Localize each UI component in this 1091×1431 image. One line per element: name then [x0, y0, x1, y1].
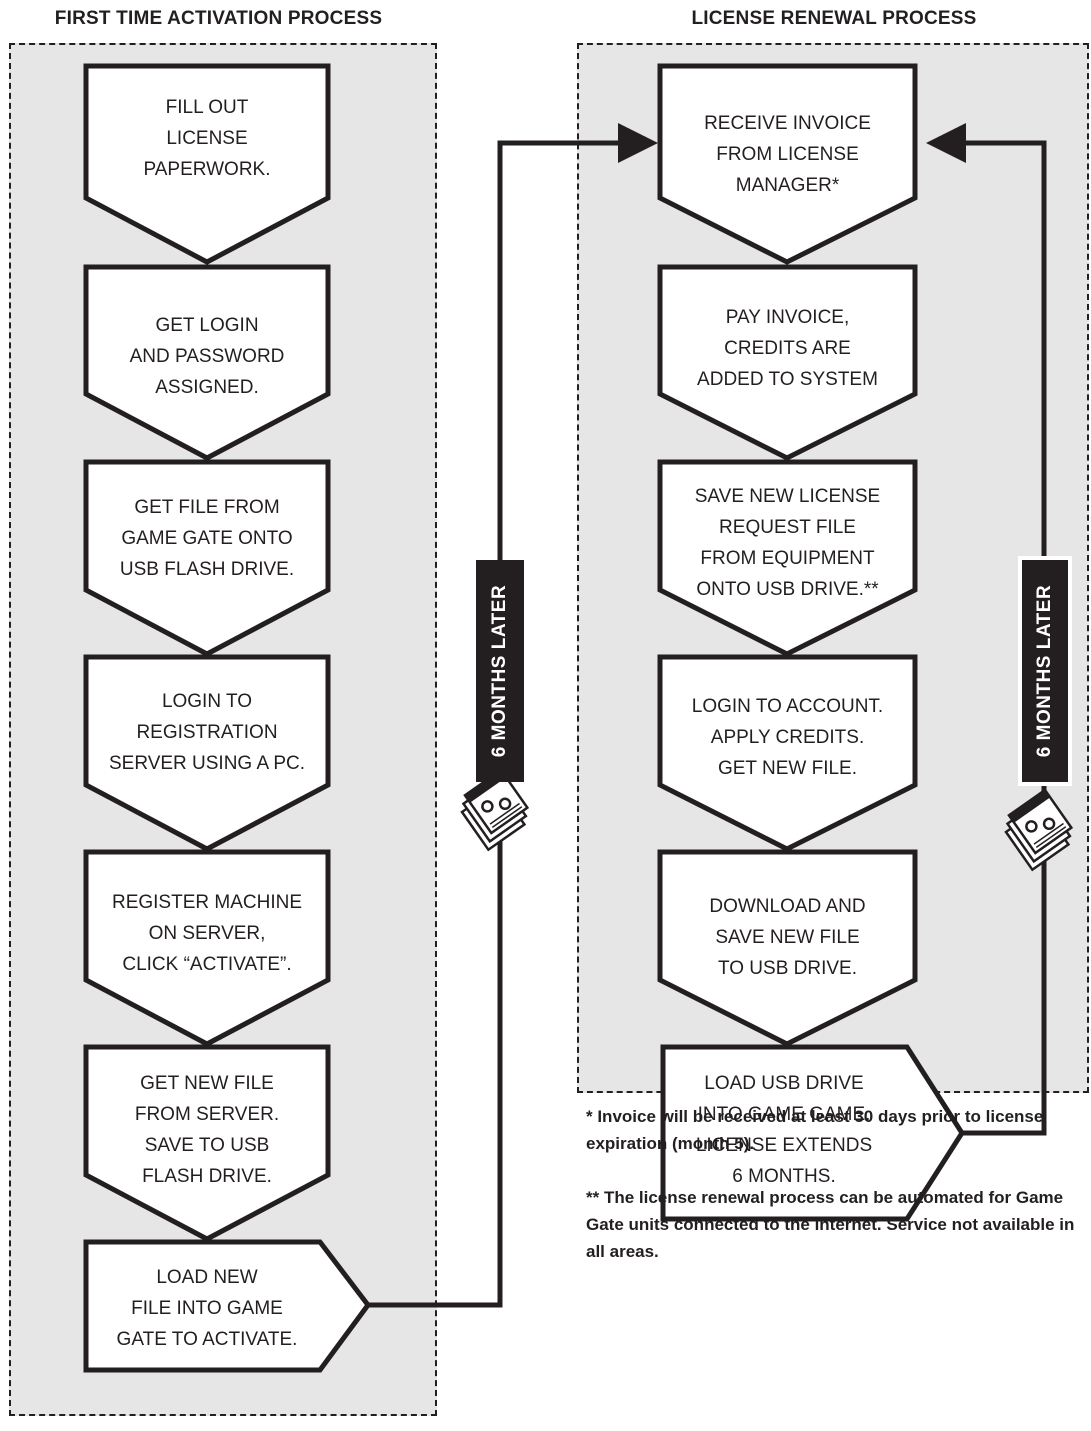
step-text-login-account: LOGIN TO ACCOUNT. APPLY CREDITS. GET NEW… — [662, 691, 913, 784]
label-six-months-later-left-text: 6 MONTHS LATER — [489, 584, 510, 758]
step-text-get-new-file: GET NEW FILE FROM SERVER. SAVE TO USB FL… — [88, 1068, 326, 1192]
step-line: GET NEW FILE — [140, 1073, 274, 1094]
step-line: GAME GATE ONTO — [121, 528, 293, 549]
step-line: APPLY CREDITS. — [710, 727, 865, 748]
step-shape-get-new-file — [83, 1044, 331, 1242]
step-line: CLICK “ACTIVATE”. — [122, 954, 292, 975]
step-line: LICENSE — [166, 128, 248, 149]
step-shape-load-new-file — [83, 1239, 372, 1373]
step-line: REGISTRATION — [136, 722, 278, 743]
step-text-register-machine: REGISTER MACHINE ON SERVER, CLICK “ACTIV… — [88, 887, 326, 980]
step-text-fill-out-paperwork: FILL OUT LICENSE PAPERWORK. — [88, 92, 326, 185]
step-line: FROM EQUIPMENT — [700, 548, 875, 569]
step-text-get-file: GET FILE FROM GAME GATE ONTO USB FLASH D… — [88, 492, 326, 585]
step-line: PAY INVOICE, — [725, 307, 850, 328]
step-line: TO USB DRIVE. — [717, 958, 857, 979]
step-text-pay-invoice: PAY INVOICE, CREDITS ARE ADDED TO SYSTEM — [662, 302, 913, 395]
step-line: LOAD NEW — [156, 1267, 258, 1288]
step-line: 6 MONTHS. — [732, 1166, 836, 1187]
step-line: LOGIN TO ACCOUNT. — [691, 696, 884, 717]
step-text-load-usb-drive: LOAD USB DRIVE INTO GAME GAME. LICENSE E… — [664, 1068, 904, 1192]
step-line: FROM LICENSE — [716, 144, 859, 165]
step-line: LOAD USB DRIVE — [704, 1073, 864, 1094]
step-shape-get-login — [83, 264, 331, 461]
step-shape-fill-out-paperwork — [83, 63, 331, 265]
label-six-months-later-left: 6 MONTHS LATER — [476, 560, 524, 782]
step-line: REGISTER MACHINE — [111, 892, 303, 913]
step-line: USB FLASH DRIVE. — [119, 559, 295, 580]
label-six-months-later-right: 6 MONTHS LATER — [1018, 556, 1072, 786]
step-shape-download-save — [657, 849, 918, 1047]
step-line: ASSIGNED. — [155, 377, 259, 398]
step-line: GET LOGIN — [155, 315, 259, 336]
step-line: FILE INTO GAME — [131, 1298, 283, 1319]
footnote-automation: ** The license renewal process can be au… — [586, 1188, 1075, 1261]
step-line: FROM SERVER. — [134, 1104, 280, 1125]
title-first-time-activation: FIRST TIME ACTIVATION PROCESS — [54, 8, 383, 29]
step-line: DOWNLOAD AND — [709, 896, 866, 917]
calendar-icon — [460, 768, 530, 852]
step-line: SAVE NEW LICENSE — [694, 486, 881, 507]
step-line: PAPERWORK. — [143, 159, 271, 180]
step-text-save-request-file: SAVE NEW LICENSE REQUEST FILE FROM EQUIP… — [662, 481, 913, 605]
calendar-icon — [1004, 788, 1074, 872]
step-shape-login-account — [657, 654, 918, 852]
step-shape-receive-invoice — [657, 63, 918, 265]
step-line: ADDED TO SYSTEM — [697, 369, 878, 390]
step-text-login-registration: LOGIN TO REGISTRATION SERVER USING A PC. — [88, 686, 326, 779]
title-license-renewal: LICENSE RENEWAL PROCESS — [691, 8, 977, 29]
step-line: ONTO USB DRIVE.** — [696, 579, 879, 600]
step-line: INTO GAME GAME. — [697, 1104, 871, 1125]
step-line: GATE TO ACTIVATE. — [116, 1329, 298, 1350]
step-line: LOGIN TO — [161, 691, 253, 712]
step-line: MANAGER* — [735, 175, 840, 196]
step-line: FILL OUT — [165, 97, 249, 118]
step-line: GET NEW FILE. — [717, 758, 857, 779]
step-shape-login-registration — [83, 654, 331, 852]
step-text-load-new-file: LOAD NEW FILE INTO GAME GATE TO ACTIVATE… — [88, 1262, 326, 1355]
step-shape-load-usb-drive — [660, 1044, 965, 1222]
step-shape-save-request-file — [657, 459, 918, 657]
step-shape-pay-invoice — [657, 264, 918, 461]
step-line: RECEIVE INVOICE — [704, 113, 871, 134]
footnote-invoice: * Invoice will be received at least 30 d… — [586, 1107, 1044, 1153]
step-shape-get-file — [83, 459, 331, 657]
step-line: ON SERVER, — [148, 923, 266, 944]
step-line: GET FILE FROM — [134, 497, 280, 518]
step-line: CREDITS ARE — [724, 338, 851, 359]
step-text-download-save: DOWNLOAD AND SAVE NEW FILE TO USB DRIVE. — [662, 891, 913, 984]
step-text-receive-invoice: RECEIVE INVOICE FROM LICENSE MANAGER* — [662, 108, 913, 201]
step-line: LICENSE EXTENDS — [695, 1135, 873, 1156]
step-text-get-login: GET LOGIN AND PASSWORD ASSIGNED. — [88, 310, 326, 403]
step-line: REQUEST FILE — [719, 517, 856, 538]
step-line: SAVE TO USB — [144, 1135, 270, 1156]
step-line: SAVE NEW FILE — [715, 927, 860, 948]
label-six-months-later-right-text: 6 MONTHS LATER — [1034, 584, 1055, 758]
step-shape-register-machine — [83, 849, 331, 1047]
step-line: AND PASSWORD — [129, 346, 285, 367]
step-line: FLASH DRIVE. — [142, 1166, 272, 1187]
step-line: SERVER USING A PC. — [108, 753, 306, 774]
